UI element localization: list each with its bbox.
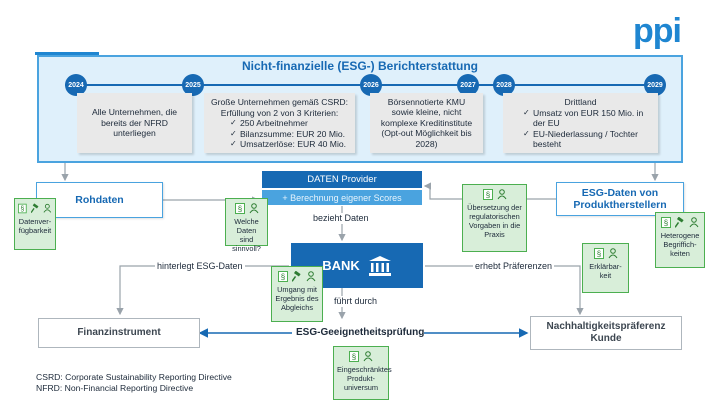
- person-icon: [306, 271, 316, 282]
- svg-text:§: §: [485, 191, 489, 200]
- issue-eingeschraenkt-text: Eingeschränktes Produkt- universum: [337, 365, 392, 392]
- timeline-card-2028: Drittland Umsatz von EUR 150 Mio. in der…: [503, 93, 658, 153]
- card-2025-heading: Große Unternehmen gemäß CSRD: Erfüllung …: [210, 97, 349, 118]
- bank-label: BANK: [322, 258, 360, 273]
- gavel-icon: [30, 203, 39, 214]
- person-icon: [689, 217, 699, 228]
- esg-produkt-label: ESG-Daten von Produktherstellern: [573, 187, 667, 211]
- issue-uebersetzung: § Übersetzung der regulatorischen Vorgab…: [462, 184, 527, 252]
- issue-icons: §: [659, 217, 701, 228]
- card-2025-item: Bilanzsumme: EUR 20 Mio.: [230, 129, 349, 140]
- year-marker-2028: 2028: [493, 74, 515, 96]
- svg-text:§: §: [281, 273, 285, 282]
- paragraph-doc-icon: §: [661, 217, 671, 228]
- paragraph-doc-icon: §: [482, 189, 493, 200]
- issue-umgang-text: Umgang mit Ergebnis des Abgleichs: [275, 285, 319, 312]
- card-2028-item: Umsatz von EUR 150 Mio. in der EU: [523, 108, 652, 129]
- timeline-card-2024: Alle Unternehmen, die bereits der NFRD u…: [77, 93, 192, 153]
- issue-datenverfuegbarkeit: § Datenver- fügbarkeit: [14, 198, 56, 250]
- issue-eingeschraenkt: § Eingeschränktes Produkt- universum: [333, 346, 392, 400]
- svg-text:§: §: [352, 353, 356, 362]
- issue-icons: §: [18, 203, 52, 214]
- issue-sinnvoll-text: Welche Daten sind sinnvoll?: [232, 217, 261, 253]
- issue-icons: §: [586, 248, 625, 259]
- card-2026-text: Börsennotierte KMU sowie kleine, nicht k…: [380, 96, 473, 149]
- issue-umgang: § Umgang mit Ergebnis des Abgleichs: [271, 266, 323, 322]
- provider-sub: + Berechnung eigener Scores: [282, 192, 402, 203]
- issue-erklaerbarkeit: § Erklärbar- keit: [582, 243, 629, 293]
- issue-datenverfuegbarkeit-text: Datenver- fügbarkeit: [18, 217, 52, 235]
- nachhaltigkeit-label: Nachhaltigkeitspräferenz Kunde: [546, 321, 666, 344]
- issue-erklaerbarkeit-text: Erklärbar- keit: [589, 262, 622, 280]
- paragraph-doc-icon: §: [278, 271, 288, 282]
- timeline-card-2026: Börsennotierte KMU sowie kleine, nicht k…: [370, 93, 483, 153]
- person-icon: [363, 351, 373, 362]
- label-erhebt: erhebt Präferenzen: [473, 261, 555, 272]
- year-marker-2027: 2027: [457, 74, 479, 96]
- issue-icons: §: [229, 203, 264, 214]
- footnote-csrd: CSRD: Corporate Sustainability Reporting…: [36, 372, 232, 382]
- label-hinterlegt: hinterlegt ESG-Daten: [155, 261, 245, 272]
- issue-icons: §: [466, 189, 523, 200]
- rohdaten-label: Rohdaten: [75, 194, 124, 206]
- card-2024-text: Alle Unternehmen, die bereits der NFRD u…: [91, 107, 178, 139]
- svg-text:§: §: [664, 219, 668, 228]
- svg-text:§: §: [20, 206, 24, 213]
- nachhaltigkeit-box: Nachhaltigkeitspräferenz Kunde: [530, 316, 682, 350]
- banner-title: Nicht-finanzielle (ESG-) Berichterstattu…: [241, 59, 479, 73]
- issue-sinnvoll: § Welche Daten sind sinnvoll?: [225, 198, 268, 253]
- accent-line: [35, 52, 99, 55]
- card-2028-heading: Drittland: [564, 97, 597, 107]
- svg-text:§: §: [596, 250, 600, 259]
- label-geeignetheitspruefung: ESG-Geeignetheitsprüfung: [296, 327, 425, 338]
- paragraph-doc-icon: §: [349, 351, 359, 362]
- finanzinstrument-box: Finanzinstrument: [38, 318, 200, 348]
- timeline-card-2025: Große Unternehmen gemäß CSRD: Erfüllung …: [204, 93, 355, 153]
- issue-icons: §: [275, 271, 319, 282]
- daten-provider-header: DATEN Provider: [262, 171, 422, 188]
- year-marker-2026: 2026: [360, 74, 382, 96]
- finanzinstrument-label: Finanzinstrument: [77, 327, 161, 338]
- issue-icons: §: [337, 351, 385, 362]
- ppi-logo: ppi: [633, 12, 682, 50]
- gavel-icon: [675, 217, 684, 228]
- gavel-icon: [292, 271, 301, 282]
- esg-produkt-box: ESG-Daten von Produktherstellern: [556, 182, 684, 216]
- person-icon: [608, 248, 617, 259]
- rohdaten-box: Rohdaten: [36, 182, 163, 218]
- card-2028-item: EU-Niederlassung / Tochter besteht: [523, 129, 652, 150]
- card-2025-item: Umsatzerlöse: EUR 40 Mio.: [230, 139, 349, 150]
- footnote-nfrd: NFRD: Non-Financial Reporting Directive: [36, 383, 194, 393]
- card-2025-item: 250 Arbeitnehmer: [230, 118, 349, 129]
- provider-title: DATEN Provider: [307, 174, 377, 185]
- person-icon: [497, 189, 506, 200]
- bank-building-icon: [368, 255, 391, 276]
- paragraph-doc-icon: §: [18, 203, 27, 214]
- issue-uebersetzung-text: Übersetzung der regulatorischen Vorgaben…: [467, 203, 522, 239]
- year-marker-2025: 2025: [182, 74, 204, 96]
- issue-heterogen-text: Heterogene Begriffich- keiten: [660, 231, 700, 258]
- person-icon: [43, 203, 52, 213]
- label-fuehrt-durch: führt durch: [332, 296, 380, 307]
- person-icon: [249, 203, 258, 214]
- issue-heterogen: § Heterogene Begriffich- keiten: [655, 212, 705, 268]
- year-marker-2024: 2024: [65, 74, 87, 96]
- daten-provider-scores: + Berechnung eigener Scores: [262, 190, 422, 205]
- label-bezieht-daten: bezieht Daten: [311, 213, 371, 224]
- paragraph-doc-icon: §: [234, 203, 245, 214]
- paragraph-doc-icon: §: [593, 248, 604, 259]
- year-marker-2029: 2029: [644, 74, 666, 96]
- svg-text:§: §: [237, 205, 241, 214]
